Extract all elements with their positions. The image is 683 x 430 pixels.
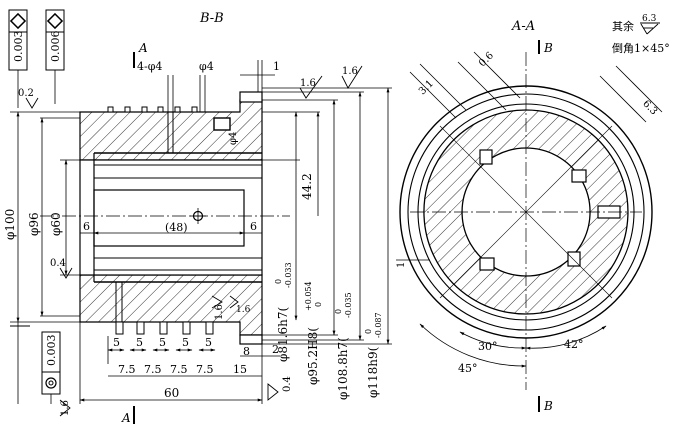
dim-phi81: φ81.6h7( 0 -0.033 (274, 262, 293, 362)
dim-slot-5-3: 5 (159, 336, 166, 349)
dim-left-6: 6 (83, 220, 90, 233)
aa-roughness-6-3: 6.3 (640, 98, 659, 117)
roughness-1-6-e: 1.6 (60, 400, 71, 416)
svg-text:-0.033: -0.033 (284, 262, 293, 288)
rest-roughness-symbol (640, 22, 660, 35)
roughness-1-6-a: 1.6 (300, 78, 316, 89)
aa-dim-1: 1 (396, 262, 407, 268)
dim-pitch-1: 7.5 (118, 363, 136, 376)
dim-hole-phi4: φ4 (199, 60, 214, 73)
svg-text:φ95.2H8(: φ95.2H8( (306, 327, 320, 385)
dim-phi108: φ108.8h7( 0 -0.035 (334, 292, 353, 400)
roughness-0-4-b: 0.4 (282, 376, 293, 392)
section-title-aa: A-A (511, 19, 535, 34)
dim-4-holes: 4-φ4 (137, 60, 162, 73)
roughness-1-6-b: 1.6 (342, 66, 358, 77)
svg-text:-0.087: -0.087 (374, 312, 383, 338)
dim-phi118: φ118h9( 0 -0.087 (364, 312, 383, 398)
svg-text:φ81.6h7(: φ81.6h7( (276, 307, 290, 362)
chamfer-note: 倒角1×45° (612, 42, 670, 55)
svg-text:0: 0 (364, 329, 373, 334)
dim-8: 8 (243, 345, 250, 358)
dim-44-2: 44.2 (300, 173, 314, 200)
svg-text:φ108.8h7(: φ108.8h7( (336, 337, 350, 400)
roughness-1-6-c: 1.6 (214, 304, 225, 320)
roughness-0-2: 0.2 (18, 88, 34, 99)
svg-text:0.006: 0.006 (49, 31, 62, 63)
dim-pitch-3: 7.5 (170, 363, 188, 376)
dim-length-48: (48) (165, 221, 188, 234)
roughness-1-6-d: 1.6 (236, 305, 251, 315)
dim-phi95: φ95.2H8( +0.054 0 (304, 281, 323, 385)
dim-slot-5-5: 5 (205, 336, 212, 349)
dim-pitch-4: 7.5 (196, 363, 214, 376)
svg-text:0: 0 (314, 302, 323, 307)
dim-phi4-side: φ4 (228, 132, 239, 145)
tolerance-frame-bottom-left: 0.003 (10, 322, 61, 404)
svg-text:A: A (138, 41, 148, 55)
tolerance-frame-left-top: 0.003 (8, 9, 28, 108)
svg-text:+0.054: +0.054 (304, 281, 313, 311)
roughness-0-4: 0.4 (50, 258, 66, 269)
dim-slot-5-4: 5 (182, 336, 189, 349)
section-bb-view (40, 91, 290, 345)
tolerance-frame-second-top: 0.006 (45, 9, 65, 104)
svg-text:A: A (121, 411, 131, 425)
section-arrow-a-top: A (133, 41, 148, 68)
aa-roughness-0-6: 0.6 (477, 50, 496, 69)
angle-30: 30° (478, 340, 498, 353)
dim-60: 60 (164, 386, 179, 400)
angle-42: 42° (564, 338, 584, 351)
dim-phi100: φ100 (3, 209, 17, 240)
section-aa-view (399, 52, 653, 390)
aa-roughness-3-1: 3.1 (417, 78, 436, 97)
section-title-bb: B-B (199, 11, 224, 26)
section-arrow-a-bottom: A (121, 406, 135, 425)
svg-text:0.003: 0.003 (45, 335, 58, 367)
svg-text:0.003: 0.003 (12, 31, 25, 63)
dim-phi60: φ60 (49, 212, 63, 236)
rest-roughness-note: 其余 (612, 19, 634, 33)
dim-slot-5-2: 5 (136, 336, 143, 349)
dim-2: 2 (272, 343, 279, 356)
section-arrow-b-bottom: B (538, 396, 553, 413)
dim-slot-5-1: 5 (113, 336, 120, 349)
dim-right-6: 6 (250, 220, 257, 233)
svg-text:0: 0 (274, 279, 283, 284)
angle-45: 45° (458, 362, 478, 375)
dim-15: 15 (233, 363, 247, 376)
dim-top-1: 1 (273, 60, 280, 73)
rest-roughness-value: 6.3 (642, 14, 657, 24)
section-arrow-b-top: B (538, 40, 553, 55)
svg-text:B: B (543, 41, 553, 55)
bore-region (79, 159, 263, 276)
svg-text:B: B (543, 399, 553, 413)
svg-text:φ118h9(: φ118h9( (366, 347, 380, 398)
svg-text:0: 0 (334, 309, 343, 314)
dim-pitch-2: 7.5 (144, 363, 162, 376)
svg-text:-0.035: -0.035 (344, 292, 353, 318)
top-wall-hatch (79, 99, 263, 161)
dim-phi96: φ96 (27, 212, 41, 236)
